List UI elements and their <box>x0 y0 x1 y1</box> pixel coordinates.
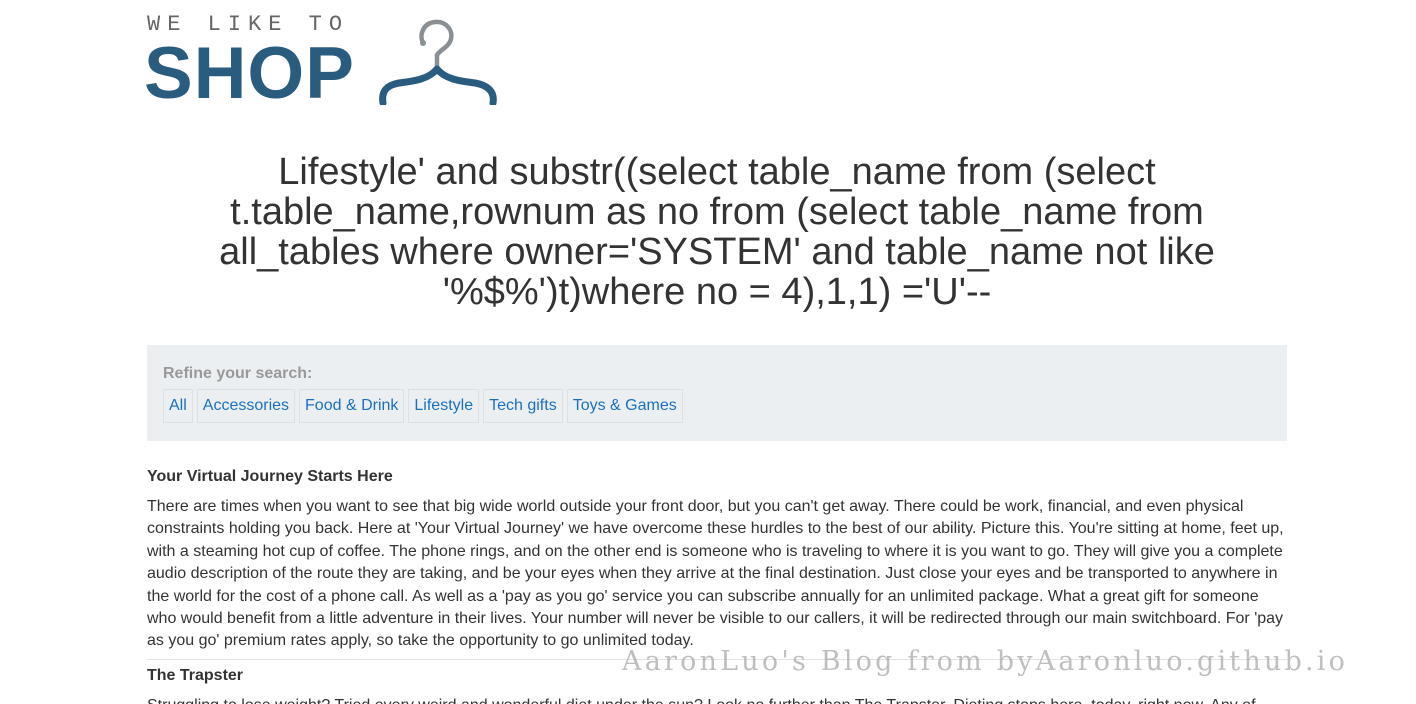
blog-post: Your Virtual Journey Starts Here There a… <box>147 466 1287 653</box>
logo-tagline: WE LIKE TO <box>147 12 350 37</box>
hanger-icon <box>379 19 497 105</box>
post-divider <box>147 658 1287 660</box>
filter-label: Refine your search: <box>163 365 313 382</box>
post-body: Struggling to lose weight? Tried every w… <box>147 695 1287 704</box>
search-results-title: Lifestyle' and substr((select table_name… <box>219 151 1215 313</box>
filter-all[interactable]: All <box>163 389 193 423</box>
filter-panel: Refine your search: All Accessories Food… <box>147 345 1287 441</box>
post-title: The Trapster <box>147 666 244 684</box>
blog-post-list: Your Virtual Journey Starts Here There a… <box>147 466 1287 704</box>
filter-toys-games[interactable]: Toys & Games <box>566 389 683 423</box>
filter-food-drink[interactable]: Food & Drink <box>299 389 405 423</box>
filter-tech-gifts[interactable]: Tech gifts <box>483 389 563 423</box>
shop-logo[interactable]: WE LIKE TO SHOP <box>144 8 507 118</box>
filter-lifestyle[interactable]: Lifestyle <box>408 389 480 423</box>
post-body: There are times when you want to see tha… <box>147 498 1284 650</box>
logo-wordmark: SHOP <box>144 33 355 114</box>
blog-post: The Trapster Struggling to lose weight? … <box>147 665 1287 704</box>
filter-links: All Accessories Food & Drink Lifestyle T… <box>163 389 683 423</box>
filter-accessories[interactable]: Accessories <box>196 389 296 423</box>
post-title: Your Virtual Journey Starts Here <box>147 468 393 485</box>
